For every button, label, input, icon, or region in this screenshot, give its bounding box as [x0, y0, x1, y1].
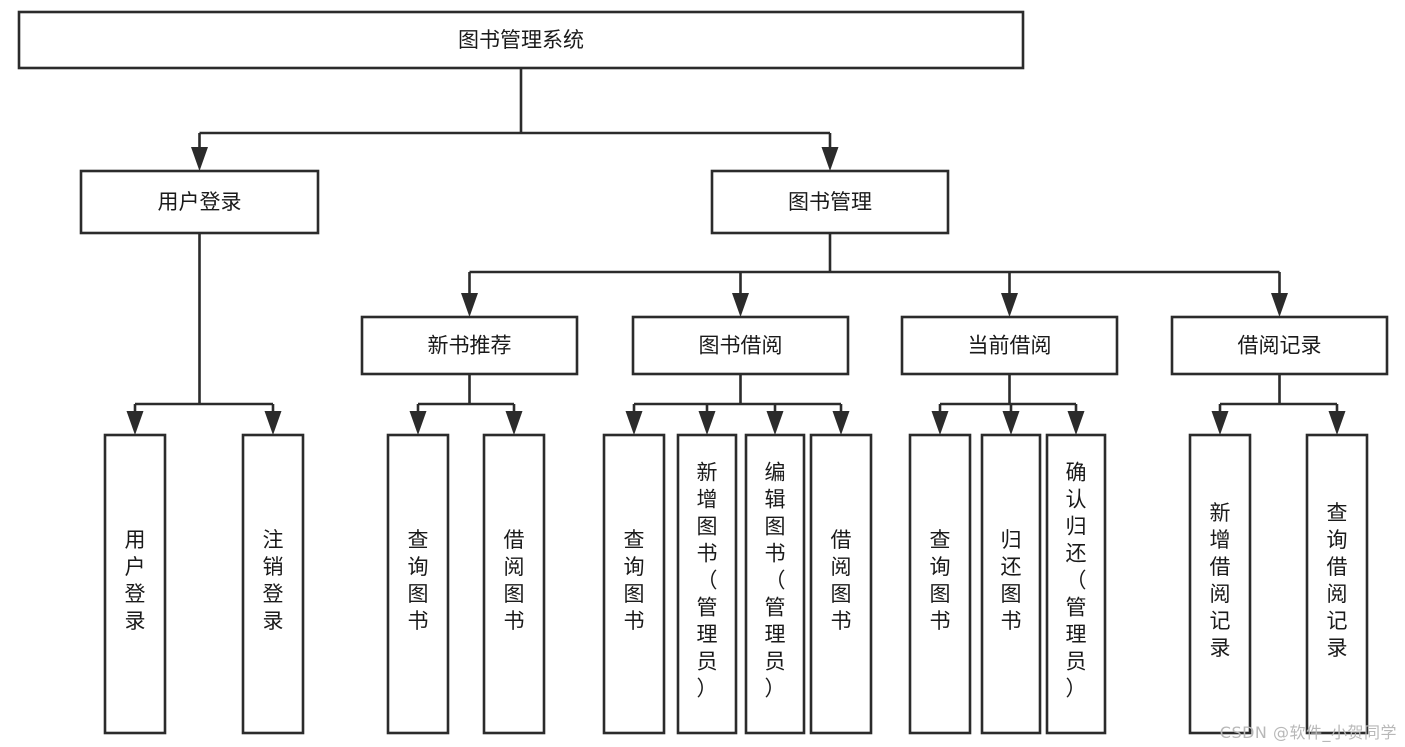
- arrow-head-n1: [126, 411, 144, 435]
- node-n9[interactable]: 查询图书: [908, 433, 972, 735]
- node-box: [908, 433, 972, 735]
- node-label: 确认归还（管理员）: [1066, 461, 1087, 701]
- node-n4[interactable]: 借阅图书: [482, 433, 546, 735]
- node-box: [900, 315, 1119, 376]
- arrow-head-n11: [1067, 411, 1085, 435]
- node-n8[interactable]: 借阅图书: [809, 433, 873, 735]
- arrow-head-n6: [698, 411, 716, 435]
- node-label: 查询借阅记录: [1327, 501, 1348, 660]
- arrow-head-l2d: [1271, 293, 1288, 317]
- arrow-head-n3: [409, 411, 427, 435]
- node-box: [360, 315, 579, 376]
- node-l2b[interactable]: 图书借阅: [631, 315, 850, 376]
- node-l2a[interactable]: 新书推荐: [360, 315, 579, 376]
- node-box: [602, 433, 666, 735]
- node-box: [1170, 315, 1389, 376]
- node-l1b[interactable]: 图书管理: [710, 169, 950, 235]
- nodes-layer: 图书管理系统用户登录图书管理新书推荐图书借阅当前借阅借阅记录用户登录注销登录查询…: [17, 10, 1389, 735]
- node-n12[interactable]: 新增借阅记录: [1188, 433, 1252, 735]
- node-l2d[interactable]: 借阅记录: [1170, 315, 1389, 376]
- node-label: 注销登录: [263, 528, 284, 633]
- node-box: [809, 433, 873, 735]
- arrow-head-n12: [1211, 411, 1229, 435]
- arrow-head-l2c: [1001, 293, 1018, 317]
- node-n1[interactable]: 用户登录: [103, 433, 167, 735]
- node-box: [744, 433, 806, 735]
- node-box: [482, 433, 546, 735]
- node-box: [1305, 433, 1369, 735]
- node-label: 图书借阅: [699, 334, 783, 358]
- arrow-head-n10: [1002, 411, 1020, 435]
- node-box: [103, 433, 167, 735]
- arrow-head-l2a: [461, 293, 478, 317]
- node-label: 查询图书: [624, 528, 645, 633]
- node-label: 借阅图书: [831, 528, 852, 633]
- arrow-head-n13: [1328, 411, 1346, 435]
- node-l1a[interactable]: 用户登录: [79, 169, 320, 235]
- arrow-head-n9: [931, 411, 949, 435]
- edges-layer: [126, 68, 1346, 435]
- node-n13[interactable]: 查询借阅记录: [1305, 433, 1369, 735]
- node-n2[interactable]: 注销登录: [241, 433, 305, 735]
- node-n7[interactable]: 编辑图书（管理员）: [744, 433, 806, 735]
- arrow-head-l1a: [191, 147, 208, 171]
- node-label: 用户登录: [158, 190, 242, 214]
- node-box: [241, 433, 305, 735]
- node-label: 新书推荐: [428, 334, 512, 358]
- node-n11[interactable]: 确认归还（管理员）: [1045, 433, 1107, 735]
- arrow-head-l1b: [821, 147, 839, 171]
- node-n3[interactable]: 查询图书: [386, 433, 450, 735]
- node-label: 查询图书: [930, 528, 951, 633]
- node-label: 编辑图书（管理员）: [765, 461, 786, 701]
- arrow-head-n2: [264, 411, 282, 435]
- watermark: CSDN @软件_小贺同学: [1219, 723, 1397, 742]
- node-box: [79, 169, 320, 235]
- node-n5[interactable]: 查询图书: [602, 433, 666, 735]
- node-box: [386, 433, 450, 735]
- node-box: [17, 10, 1025, 70]
- node-box: [1045, 433, 1107, 735]
- arrow-head-n4: [505, 411, 523, 435]
- node-label: 借阅记录: [1238, 334, 1322, 358]
- node-label: 查询图书: [408, 528, 429, 633]
- node-label: 新增借阅记录: [1210, 501, 1231, 660]
- node-label: 用户登录: [125, 528, 146, 633]
- node-l2c[interactable]: 当前借阅: [900, 315, 1119, 376]
- node-n6[interactable]: 新增图书（管理员）: [676, 433, 738, 735]
- node-label: 当前借阅: [968, 334, 1052, 358]
- node-label: 图书管理: [788, 190, 872, 214]
- node-label: 新增图书（管理员）: [697, 461, 718, 701]
- arrow-head-n5: [625, 411, 643, 435]
- node-label: 图书管理系统: [458, 28, 584, 52]
- node-box: [980, 433, 1042, 735]
- node-root[interactable]: 图书管理系统: [17, 10, 1025, 70]
- node-n10[interactable]: 归还图书: [980, 433, 1042, 735]
- node-box: [1188, 433, 1252, 735]
- node-box: [710, 169, 950, 235]
- node-label: 借阅图书: [504, 528, 525, 633]
- arrow-head-n8: [832, 411, 850, 435]
- node-box: [676, 433, 738, 735]
- arrow-head-l2b: [732, 293, 749, 317]
- arrow-head-n7: [766, 411, 784, 435]
- node-label: 归还图书: [1001, 528, 1022, 633]
- node-box: [631, 315, 850, 376]
